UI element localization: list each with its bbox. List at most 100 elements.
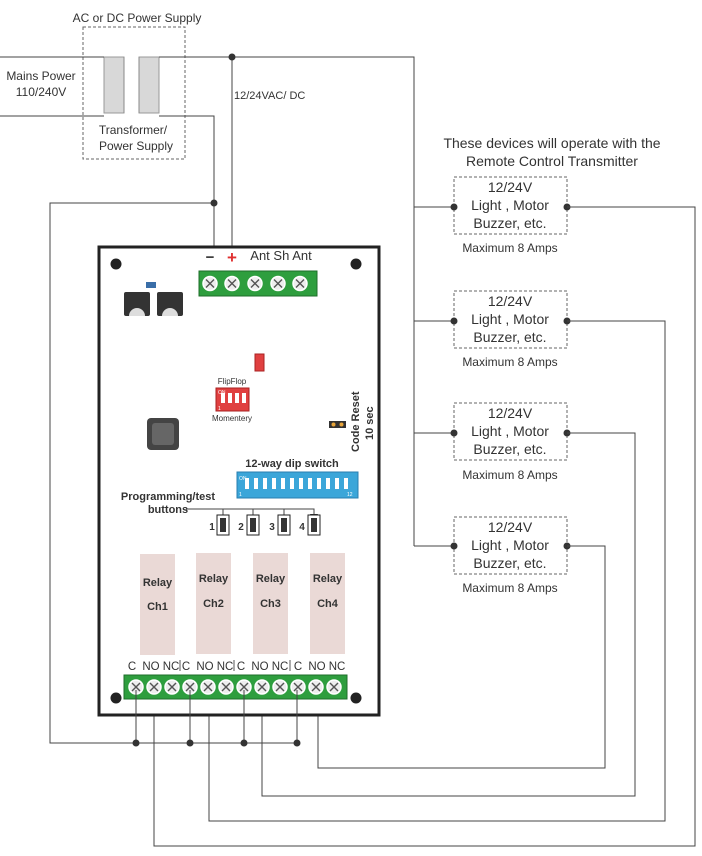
relay-ch3: Relay Ch3 — [253, 553, 288, 654]
screw-slot — [329, 682, 339, 692]
device-type-2: Buzzer, etc. — [473, 329, 546, 345]
device-terminal-dot — [450, 429, 458, 437]
device-type-2: Buzzer, etc. — [473, 441, 546, 457]
svg-text:C: C — [128, 661, 136, 673]
svg-text:1: 1 — [218, 406, 221, 412]
device-type-2: Buzzer, etc. — [473, 215, 546, 231]
screw-slot — [311, 682, 321, 692]
device-max-current: Maximum 8 Amps — [462, 355, 557, 369]
svg-text:1: 1 — [209, 522, 215, 533]
screw-slot — [185, 682, 195, 692]
device-max-current: Maximum 8 Amps — [462, 581, 557, 595]
svg-text:NO: NO — [196, 661, 213, 673]
device-box-4: 12/24V Light , Motor Buzzer, etc. Maximu… — [453, 516, 568, 595]
transformer-icon — [103, 56, 160, 114]
devices-heading-2: Remote Control Transmitter — [466, 153, 638, 169]
dip-switch-label: 12-way dip switch — [245, 458, 339, 470]
svg-text:C: C — [182, 661, 190, 673]
common-return-wire — [49, 202, 297, 744]
device-type: Light , Motor — [471, 311, 549, 327]
svg-text:Ch2: Ch2 — [203, 598, 224, 610]
device-terminal-dot — [450, 317, 458, 325]
test-button-4[interactable]: 4 — [299, 514, 321, 536]
plus-sign: + — [227, 248, 237, 267]
mains-label-2: 110/240V — [16, 85, 67, 99]
svg-text:Relay: Relay — [143, 577, 173, 589]
screw-slot — [275, 682, 285, 692]
test-button-3[interactable]: 3 — [269, 514, 291, 536]
junction-dot — [240, 739, 248, 747]
device-voltage: 12/24V — [488, 293, 533, 309]
negative-wire — [159, 115, 215, 255]
junction-dot — [132, 739, 140, 747]
code-reset-label: Code Reset — [350, 391, 362, 452]
svg-text:Relay: Relay — [199, 573, 229, 585]
flipflop-label: FlipFlop — [218, 377, 247, 386]
device-type: Light , Motor — [471, 423, 549, 439]
mains-label-1: Mains Power — [6, 69, 75, 83]
svg-text:Ch3: Ch3 — [260, 598, 281, 610]
test-button-1[interactable]: 1 — [209, 514, 230, 536]
svg-text:NC: NC — [272, 661, 289, 673]
svg-text:NC: NC — [329, 661, 346, 673]
relay-ch2: Relay Ch2 — [196, 553, 231, 654]
junction-dot — [186, 739, 194, 747]
svg-text:3: 3 — [269, 522, 275, 533]
device-voltage: 12/24V — [488, 179, 533, 195]
mode-dip-switch: ON 1 — [215, 387, 250, 412]
positive-bus-wire — [159, 56, 415, 546]
device-max-current: Maximum 8 Amps — [462, 468, 557, 482]
device4-return-wire — [317, 545, 606, 769]
junction-dot — [228, 53, 236, 61]
device-terminal-dot — [450, 203, 458, 211]
svg-text:C: C — [294, 661, 302, 673]
screw-slot — [167, 682, 177, 692]
screw-slot — [149, 682, 159, 692]
device-type: Light , Motor — [471, 197, 549, 213]
svg-text:Relay: Relay — [256, 573, 286, 585]
device-voltage: 12/24V — [488, 519, 533, 535]
svg-text:ON: ON — [218, 390, 226, 396]
device1-return-wire — [153, 206, 696, 847]
device-box-1: 12/24V Light , Motor Buzzer, etc. Maximu… — [453, 176, 568, 255]
programming-label-1: Programming/test — [121, 491, 215, 503]
minus-sign: − — [206, 249, 215, 266]
svg-text:NO: NO — [251, 661, 268, 673]
test-button-2[interactable]: 2 — [238, 514, 260, 536]
dip-switch-12[interactable]: ON 1 12 — [236, 471, 359, 499]
screw-slot — [221, 682, 231, 692]
junction-dot — [210, 199, 218, 207]
svg-text:NC: NC — [217, 661, 234, 673]
devices-heading-1: These devices will operate with the — [443, 135, 660, 151]
code-reset-jumper — [329, 421, 346, 428]
svg-text:NO: NO — [142, 661, 159, 673]
screw-slot — [131, 682, 141, 692]
device-terminal-dot — [450, 542, 458, 550]
svg-text:C: C — [237, 661, 245, 673]
relay-terminal-block — [123, 674, 348, 700]
device2-return-wire — [208, 320, 666, 822]
svg-text:NC: NC — [163, 661, 180, 673]
svg-text:Ch1: Ch1 — [147, 601, 168, 613]
mounting-hole — [350, 692, 362, 704]
supply-box — [82, 26, 186, 160]
junction-dot — [293, 739, 301, 747]
contact-labels: C NO NC C NO NC C NO NC C NO NC — [128, 661, 345, 673]
device-voltage: 12/24V — [488, 405, 533, 421]
svg-text:12: 12 — [347, 492, 353, 498]
relay-wires — [135, 690, 298, 743]
device-box-2: 12/24V Light , Motor Buzzer, etc. Maximu… — [453, 290, 568, 369]
mounting-hole — [110, 692, 122, 704]
contact-dividers — [179, 660, 291, 671]
transformer-label-2: Power Supply — [99, 139, 173, 153]
svg-text:4: 4 — [299, 522, 305, 533]
svg-text:ON: ON — [239, 476, 247, 482]
svg-text:NO: NO — [308, 661, 325, 673]
momentary-label: Momentery — [212, 414, 252, 423]
mounting-hole — [110, 258, 122, 270]
mounting-hole — [350, 258, 362, 270]
power-terminal-block — [198, 270, 318, 297]
programming-label-2: buttons — [148, 504, 188, 516]
svg-text:2: 2 — [238, 522, 244, 533]
